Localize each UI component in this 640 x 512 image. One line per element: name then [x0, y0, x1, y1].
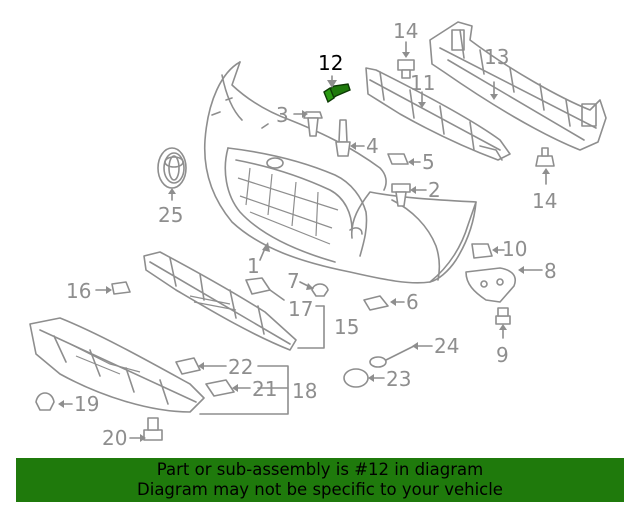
clip-6: [363, 295, 389, 311]
clip-7: [311, 283, 329, 297]
callout-12: 12: [318, 51, 343, 75]
clip-2: [391, 183, 411, 207]
callout-14-right: 14: [532, 189, 557, 213]
callout-17: 17: [288, 297, 313, 321]
banner-line-2: Diagram may not be specific to your vehi…: [137, 480, 503, 499]
callout-8: 8: [544, 259, 557, 283]
rivet-4: [335, 119, 351, 157]
bumper-cover-part: [203, 61, 477, 284]
under-cover-part: [29, 317, 205, 413]
bolt-14-top: [397, 59, 415, 79]
callout-3: 3: [276, 103, 289, 127]
banner-line-1: Part or sub-assembly is #12 in diagram: [156, 460, 484, 479]
cover-23: [343, 368, 369, 388]
bolt-20: [143, 417, 163, 441]
clip-5: [387, 153, 409, 165]
clip-19: [35, 392, 55, 411]
callout-23: 23: [386, 367, 411, 391]
emblem-part: [157, 147, 187, 189]
callout-7: 7: [287, 269, 300, 293]
lower-absorber-part: [143, 251, 297, 351]
energy-absorber-part: [365, 67, 511, 161]
callout-2: 2: [428, 178, 441, 202]
callout-5: 5: [422, 150, 435, 174]
callout-20: 20: [102, 426, 127, 450]
leader-lines: [58, 41, 550, 442]
clip-22: [175, 357, 201, 375]
callout-13: 13: [484, 45, 509, 69]
strap-24: [369, 345, 415, 368]
callout-21: 21: [252, 377, 277, 401]
bolt-14-right: [535, 147, 555, 167]
callout-19: 19: [74, 392, 99, 416]
callout-9: 9: [496, 343, 509, 367]
callout-4: 4: [366, 134, 379, 158]
bolt-9: [495, 307, 511, 325]
callout-15: 15: [334, 315, 359, 339]
parts-diagram: 12 3 4 5 2 14 11 13 14 25 1 7 17 6 15 10…: [29, 19, 607, 450]
clip-21: [205, 379, 235, 397]
callout-25: 25: [158, 203, 183, 227]
callout-10: 10: [502, 237, 527, 261]
reinforcement-bar-part: [429, 21, 607, 151]
callout-6: 6: [406, 290, 419, 314]
callout-1: 1: [247, 254, 260, 278]
callout-11: 11: [410, 71, 435, 95]
info-banner: Part or sub-assembly is #12 in diagram D…: [16, 458, 624, 502]
callout-24: 24: [434, 334, 459, 358]
callout-22: 22: [228, 355, 253, 379]
callout-14-top: 14: [393, 19, 418, 43]
bolt-12-highlighted: [323, 83, 351, 104]
clip-17: [245, 277, 271, 295]
callout-18: 18: [292, 379, 317, 403]
bolt-16: [111, 281, 131, 295]
clip-10: [471, 243, 493, 259]
callout-16: 16: [66, 279, 91, 303]
bracket-8: [465, 267, 516, 303]
